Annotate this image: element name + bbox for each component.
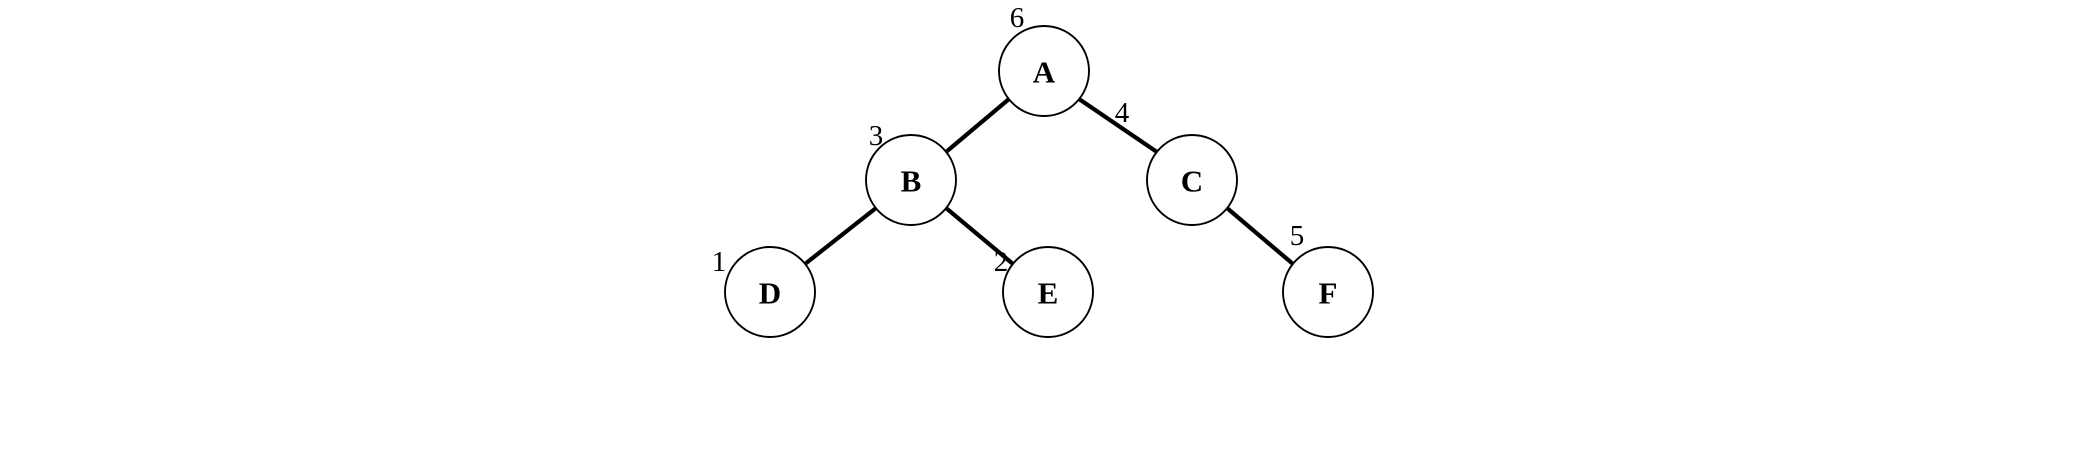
node-label-e: E: [1038, 276, 1059, 311]
tree-node-f[interactable]: F: [1282, 246, 1374, 338]
node-circle-f[interactable]: [1282, 246, 1374, 338]
edge-weight-b-e: 2: [994, 246, 1009, 278]
edge-weight-group: 6 3 4 1 2 5: [712, 2, 1305, 278]
edge-a-b: [944, 97, 1011, 154]
edge-weight-root: 6: [1010, 2, 1025, 34]
node-circle-b[interactable]: [865, 134, 957, 226]
tree-node-b[interactable]: B: [865, 134, 957, 226]
node-label-f: F: [1319, 276, 1338, 311]
node-label-c: C: [1181, 164, 1203, 199]
edge-weight-a-c: 4: [1115, 97, 1130, 129]
node-circle-c[interactable]: [1146, 134, 1238, 226]
edge-weight-b-d: 1: [712, 246, 727, 278]
node-circle-a[interactable]: [998, 25, 1090, 117]
tree-node-c[interactable]: C: [1146, 134, 1238, 226]
node-label-a: A: [1033, 55, 1056, 90]
edge-weight-c-f: 5: [1290, 220, 1305, 252]
edge-b-d: [803, 206, 878, 266]
tree-node-a[interactable]: A: [998, 25, 1090, 117]
node-label-d: D: [759, 276, 781, 311]
node-circle-d[interactable]: [724, 246, 816, 338]
node-label-b: B: [901, 164, 922, 199]
edge-a-c: [1077, 97, 1159, 154]
edge-b-e: [944, 206, 1015, 266]
node-group: A B C D E F: [724, 25, 1374, 338]
edge-c-f: [1225, 206, 1295, 266]
edge-weight-a-b: 3: [869, 120, 884, 152]
tree-node-e[interactable]: E: [1002, 246, 1094, 338]
tree-node-d[interactable]: D: [724, 246, 816, 338]
node-circle-e[interactable]: [1002, 246, 1094, 338]
edge-group: [803, 97, 1295, 266]
